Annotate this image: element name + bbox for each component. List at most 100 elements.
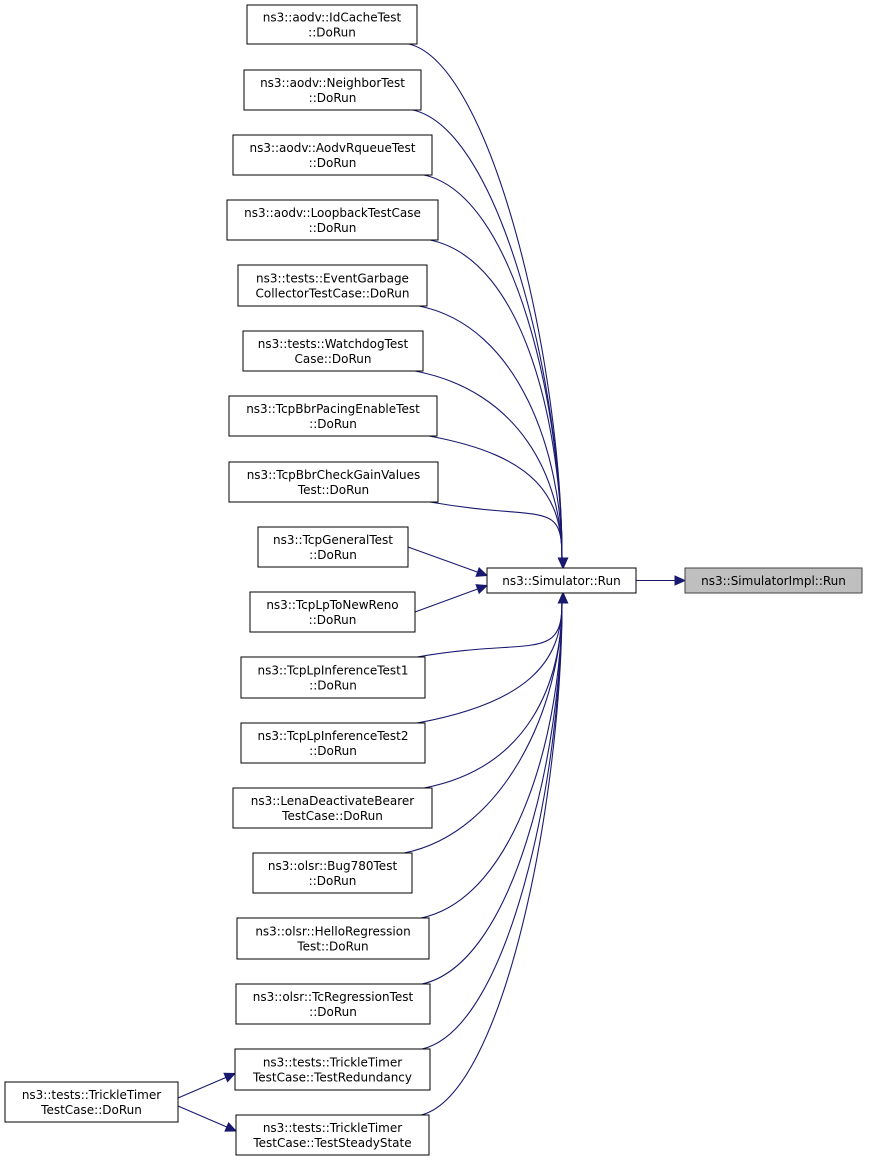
node-box	[228, 395, 438, 437]
node-c16[interactable]: ns3::tests::TrickleTimerTestCase::TestRe…	[234, 1048, 431, 1091]
node-c4[interactable]: ns3::tests::EventGarbageCollectorTestCas…	[237, 264, 428, 307]
edge-c10-to-simrun	[416, 602, 563, 658]
node-label-line: ::DoRun	[309, 1005, 357, 1019]
node-label-line: ns3::LenaDeactivateBearer	[251, 794, 415, 808]
node-box	[234, 1048, 431, 1091]
node-simimpl: ns3::SimulatorImpl::Run	[684, 567, 863, 594]
edge-c3-to-simrun	[429, 239, 563, 559]
edge-c13-to-simrun	[403, 602, 563, 854]
node-simrun[interactable]: ns3::Simulator::Run	[486, 567, 637, 594]
node-box	[4, 1081, 179, 1123]
node-label-line: ::DoRun	[308, 26, 356, 40]
node-label-line: ::DoRun	[309, 156, 357, 170]
node-label-line: ::DoRun	[309, 91, 357, 105]
edge-c17-to-simrun	[420, 602, 563, 1116]
node-label-line: ns3::olsr::HelloRegression	[255, 925, 410, 939]
node-label-line: ns3::TcpBbrCheckGainValues	[247, 468, 421, 482]
node-box	[237, 264, 428, 307]
node-box	[246, 4, 418, 45]
node-box	[486, 567, 637, 594]
edge-c7-to-simrun-arrowhead	[557, 557, 569, 570]
edge-c15-to-simrun	[421, 602, 563, 985]
node-c8[interactable]: ns3::TcpGeneralTest::DoRun	[257, 526, 409, 568]
node-box	[240, 722, 426, 764]
node-label-line: CollectorTestCase::DoRun	[255, 287, 409, 301]
edge-c4-to-simrun	[418, 305, 563, 559]
node-label-line: TestCase::TestSteadyState	[252, 1136, 411, 1150]
node-label-line: ns3::SimulatorImpl::Run	[701, 574, 846, 588]
edge-root-to-c16-arrowhead	[223, 1072, 237, 1083]
edge-c9-to-simrun-arrowhead	[475, 584, 489, 595]
edge-c7-to-simrun	[429, 501, 563, 559]
node-c10[interactable]: ns3::TcpLpInferenceTest1::DoRun	[240, 656, 426, 699]
node-box	[235, 1114, 430, 1156]
node-label-line: ::DoRun	[309, 874, 357, 888]
node-label-line: ::DoRun	[309, 548, 357, 562]
node-label-line: TestCase::DoRun	[40, 1103, 142, 1117]
edge-c5-to-simrun	[414, 370, 563, 559]
node-c17[interactable]: ns3::tests::TrickleTimerTestCase::TestSt…	[235, 1114, 430, 1156]
node-label-line: ns3::tests::WatchdogTest	[258, 337, 409, 351]
node-c9[interactable]: ns3::TcpLpToNewReno::DoRun	[249, 591, 416, 633]
edge-c12-to-simrun	[423, 602, 563, 789]
node-label-line: ::DoRun	[309, 679, 357, 693]
edge-simrun-to-simimpl-arrowhead	[674, 575, 687, 586]
edge-c8-to-simrun	[407, 546, 478, 573]
node-label-line: ns3::tests::TrickleTimer	[22, 1088, 161, 1102]
edge-c16-to-simrun	[421, 602, 563, 1050]
node-label-line: ns3::aodv::AodvRqueueTest	[249, 141, 415, 155]
edge-c11-to-simrun	[416, 602, 563, 724]
node-c0[interactable]: ns3::aodv::IdCacheTest::DoRun	[246, 4, 418, 45]
node-c13[interactable]: ns3::olsr::Bug780Test::DoRun	[252, 852, 413, 894]
node-label-line: ns3::tests::EventGarbage	[256, 272, 409, 286]
edge-root-to-c16	[177, 1076, 227, 1099]
node-c1[interactable]: ns3::aodv::NeighborTest::DoRun	[243, 69, 422, 111]
node-box	[252, 852, 413, 894]
node-box	[232, 787, 433, 829]
node-label-line: ::DoRun	[309, 417, 357, 431]
node-label-line: TestCase::DoRun	[281, 809, 383, 823]
node-c11[interactable]: ns3::TcpLpInferenceTest2::DoRun	[240, 722, 426, 764]
node-c15[interactable]: ns3::olsr::TcRegressionTest::DoRun	[235, 983, 431, 1025]
node-label-line: ns3::olsr::Bug780Test	[268, 859, 398, 873]
node-label-line: ns3::aodv::LoopbackTestCase	[244, 206, 421, 220]
edge-c2-to-simrun	[423, 174, 563, 559]
graph-edges	[177, 43, 687, 1132]
node-label-line: TestCase::TestRedundancy	[252, 1071, 412, 1085]
node-c3[interactable]: ns3::aodv::LoopbackTestCase::DoRun	[226, 199, 439, 241]
node-label-line: ns3::TcpLpToNewReno	[266, 598, 398, 612]
node-label-line: ns3::tests::TrickleTimer	[263, 1056, 402, 1070]
edge-c17-to-simrun-arrowhead	[557, 591, 569, 604]
node-box	[226, 199, 439, 241]
node-label-line: ns3::TcpBbrPacingEnableTest	[246, 402, 420, 416]
node-label-line: Case::DoRun	[294, 352, 371, 366]
node-box	[684, 567, 863, 594]
node-box	[235, 983, 431, 1025]
node-label-line: ns3::aodv::NeighborTest	[260, 76, 405, 90]
edge-root-to-c17-arrowhead	[224, 1122, 238, 1132]
node-label-line: ns3::TcpLpInferenceTest1	[257, 664, 408, 678]
node-label-line: ns3::TcpLpInferenceTest2	[257, 729, 408, 743]
node-label-line: Test::DoRun	[296, 940, 368, 954]
node-label-line: ns3::Simulator::Run	[502, 574, 620, 588]
node-label-line: ::DoRun	[309, 613, 357, 627]
node-label-line: ns3::TcpGeneralTest	[273, 533, 393, 547]
node-c6[interactable]: ns3::TcpBbrPacingEnableTest::DoRun	[228, 395, 438, 437]
edge-c14-to-simrun	[420, 602, 563, 919]
node-c2[interactable]: ns3::aodv::AodvRqueueTest::DoRun	[232, 134, 433, 176]
node-label-line: ns3::tests::TrickleTimer	[263, 1121, 402, 1135]
node-label-line: ns3::olsr::TcRegressionTest	[253, 990, 414, 1004]
node-box	[249, 591, 416, 633]
node-box	[242, 330, 424, 372]
node-box	[257, 526, 409, 568]
node-label-line: ::DoRun	[309, 744, 357, 758]
graph-nodes: ns3::SimulatorImpl::Run ns3::Simulator::R…	[4, 4, 863, 1156]
node-box	[232, 134, 433, 176]
node-label-line: ns3::aodv::IdCacheTest	[263, 11, 402, 25]
